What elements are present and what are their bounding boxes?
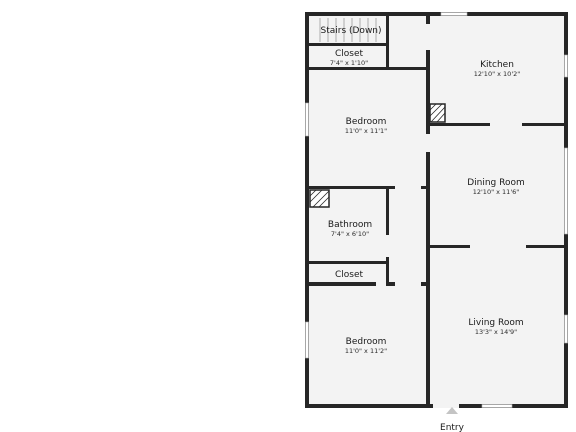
window-dining-right: [564, 147, 568, 235]
door-entry: [433, 404, 459, 408]
label-kitchen: Kitchen: [480, 60, 514, 70]
label-bedroom-bottom: Bedroom: [346, 337, 387, 347]
wall-closet-lower-bottom: [307, 282, 429, 286]
stairs-icon: [319, 18, 377, 42]
dims-bathroom: 7'4" x 6'10": [331, 230, 369, 238]
window-living-bottom: [481, 404, 513, 408]
door-closet-lower: [376, 282, 386, 286]
dims-kitchen: 12'10" x 10'2": [474, 70, 520, 78]
dims-living-room: 13'3" x 14'9": [475, 328, 517, 336]
wall-stairs-right: [386, 14, 389, 69]
door-bedroom-bottom: [395, 282, 421, 286]
wall-left: [305, 12, 309, 408]
dims-bedroom-top: 11'0" x 11'1": [345, 127, 387, 135]
dims-bedroom-bottom: 11'0" x 11'2": [345, 347, 387, 355]
floor-area: [307, 14, 566, 406]
label-stairs: Stairs (Down): [320, 26, 381, 36]
dims-closet-top: 7'4" x 1'10": [330, 59, 368, 67]
wall-dining-living-right: [526, 245, 566, 248]
label-closet-bottom: Closet: [335, 270, 364, 280]
wall-top: [305, 12, 568, 16]
window-kitchen-right: [564, 54, 568, 78]
wall-center-upper: [426, 14, 430, 134]
label-closet-top: Closet: [335, 49, 364, 59]
window-bedroom-top-left: [305, 102, 309, 137]
wall-bathroom-bottom: [307, 261, 389, 264]
window-bedroom-bottom-left: [305, 321, 309, 359]
wall-closet-bottom: [307, 67, 429, 70]
window-living-right: [564, 314, 568, 344]
entry-triangle-icon: [446, 407, 458, 414]
label-bedroom-top: Bedroom: [346, 117, 387, 127]
door-bedroom-top: [395, 186, 421, 189]
wall-kitchen-dining-left: [428, 123, 490, 126]
label-dining-room: Dining Room: [467, 178, 525, 188]
label-living-room: Living Room: [468, 318, 523, 328]
wall-bedroom-top-bottom: [307, 186, 429, 189]
door-bathroom: [386, 235, 389, 257]
wall-center-lower: [426, 152, 430, 406]
hatched-square-icon-bathroom: [309, 189, 330, 208]
door-kitchen-side: [426, 24, 430, 50]
label-bathroom: Bathroom: [328, 220, 372, 230]
wall-kitchen-dining-right: [522, 123, 566, 126]
doors: [376, 24, 459, 408]
window-kitchen-top: [440, 12, 468, 16]
wall-dining-living-left: [428, 245, 470, 248]
hatched-square-icon-kitchen: [429, 103, 446, 123]
label-entry: Entry: [440, 423, 465, 432]
wall-stairs-bottom: [307, 43, 389, 46]
dims-dining-room: 12'10" x 11'6": [473, 188, 519, 196]
windows: [305, 12, 568, 408]
